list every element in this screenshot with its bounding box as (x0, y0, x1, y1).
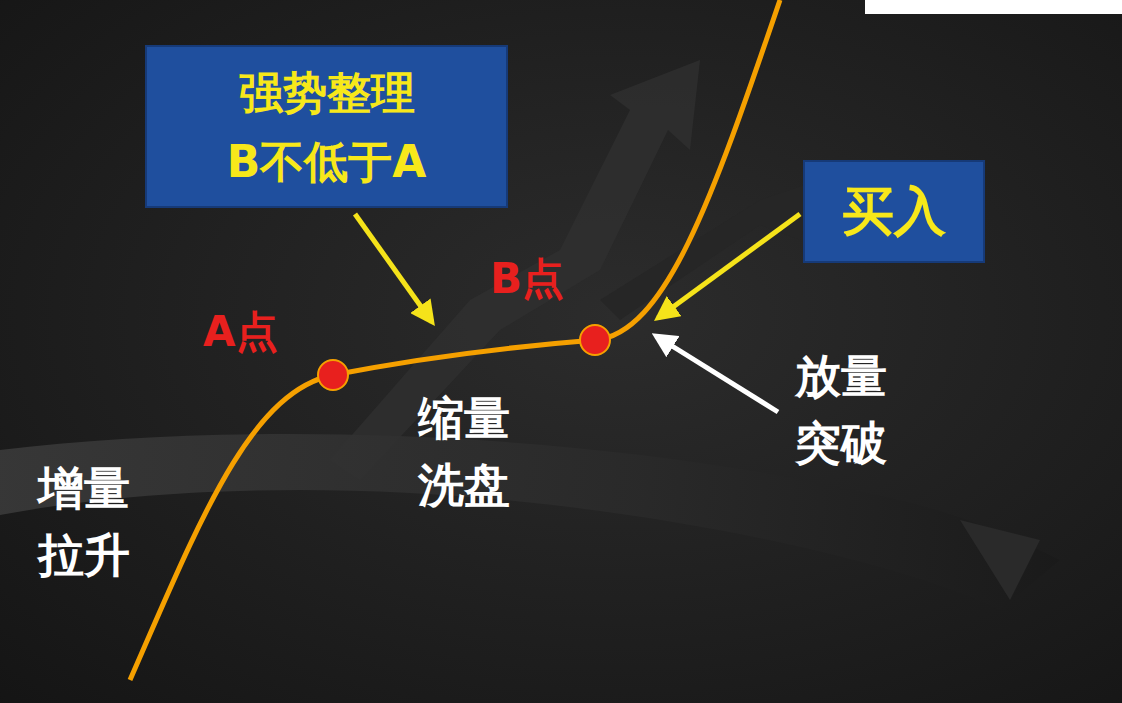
point-label: A点 (203, 305, 278, 360)
bg-swoosh (0, 434, 1060, 610)
bg-swoosh-head (960, 520, 1040, 600)
box-text: 买入 (842, 179, 946, 244)
box-text: B不低于A (227, 134, 427, 189)
leader-arrow (355, 214, 432, 322)
phase-label: 放量 突破 (795, 343, 896, 476)
bg-arrow (600, 180, 820, 320)
callout-box: 买入 (803, 160, 985, 263)
point-dot (318, 360, 348, 390)
point-label: B点 (490, 252, 564, 307)
leader-arrow (658, 214, 800, 318)
phase-label: 增量 拉升 (38, 455, 139, 588)
box-text: 强势整理 (239, 65, 415, 120)
leader-arrow (656, 336, 778, 412)
corner-panel (865, 0, 1122, 14)
phase-label: 缩量 洗盘 (418, 385, 519, 518)
callout-box: 强势整理 B不低于A (145, 45, 508, 208)
point-dot (580, 325, 610, 355)
price-curve (130, 0, 780, 680)
